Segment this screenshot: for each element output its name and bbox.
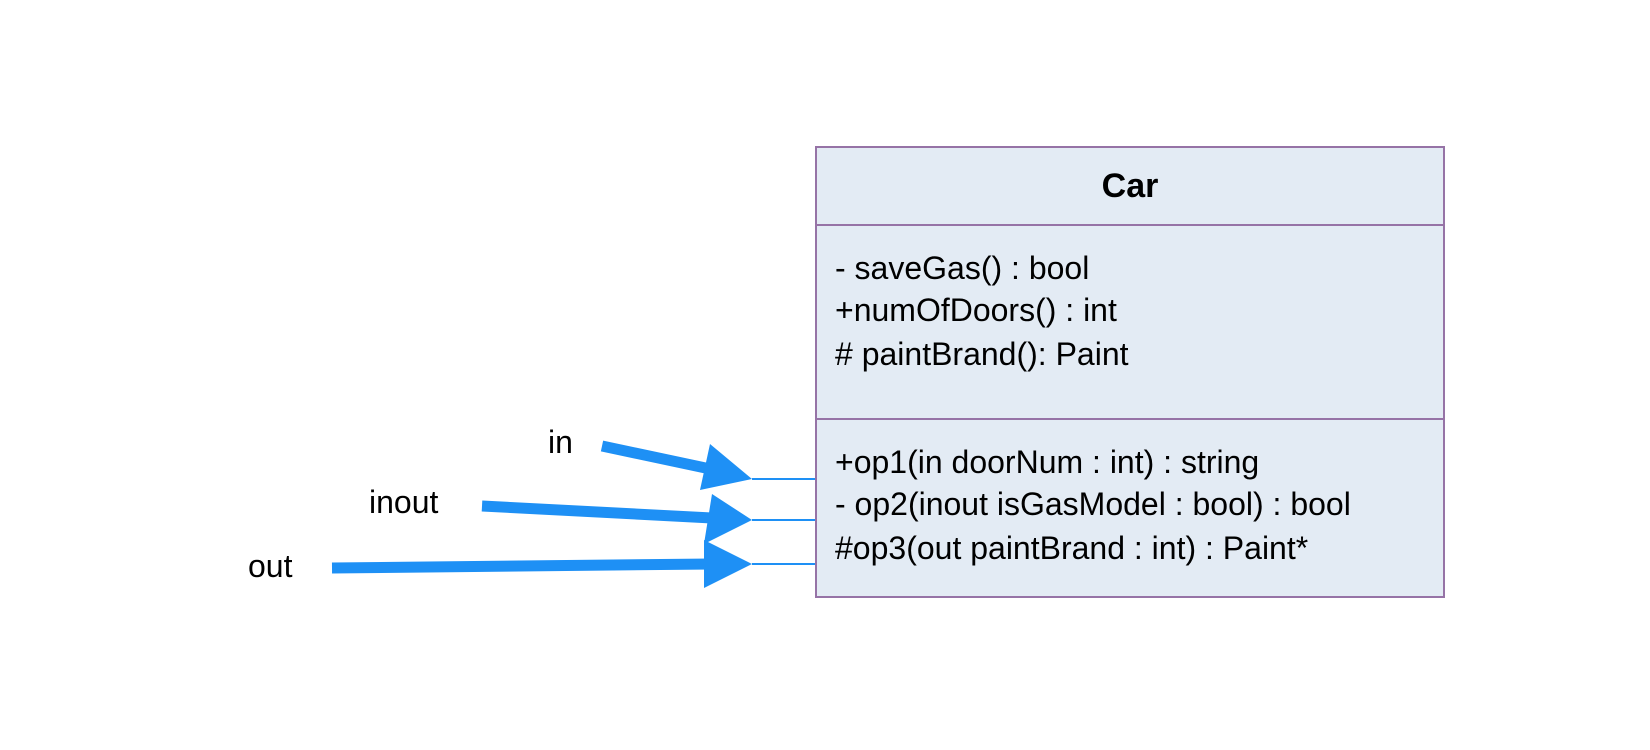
out-arrow[interactable] bbox=[331, 540, 752, 588]
operation-item: - op2(inout isGasModel : bool) : bool bbox=[835, 486, 1351, 522]
in-arrow[interactable] bbox=[600, 440, 752, 490]
class-name: Car bbox=[817, 148, 1443, 226]
operation-item: +op1(in doorNum : int) : string bbox=[835, 444, 1260, 480]
attribute-item: # paintBrand(): Paint bbox=[835, 336, 1129, 372]
out-label: out bbox=[248, 548, 293, 584]
attribute-item: - saveGas() : bool bbox=[835, 250, 1090, 286]
inout-arrow[interactable] bbox=[481, 494, 752, 544]
in-label: in bbox=[548, 424, 573, 460]
operation-item: #op3(out paintBrand : int) : Paint* bbox=[835, 530, 1309, 566]
car-class-box[interactable]: Car - saveGas() : bool +numOfDoors() : i… bbox=[815, 146, 1445, 598]
operations-section: +op1(in doorNum : int) : string - op2(in… bbox=[817, 420, 1443, 598]
attribute-item: +numOfDoors() : int bbox=[835, 292, 1117, 328]
inout-label: inout bbox=[369, 484, 439, 520]
attributes-section: - saveGas() : bool +numOfDoors() : int #… bbox=[817, 226, 1443, 420]
